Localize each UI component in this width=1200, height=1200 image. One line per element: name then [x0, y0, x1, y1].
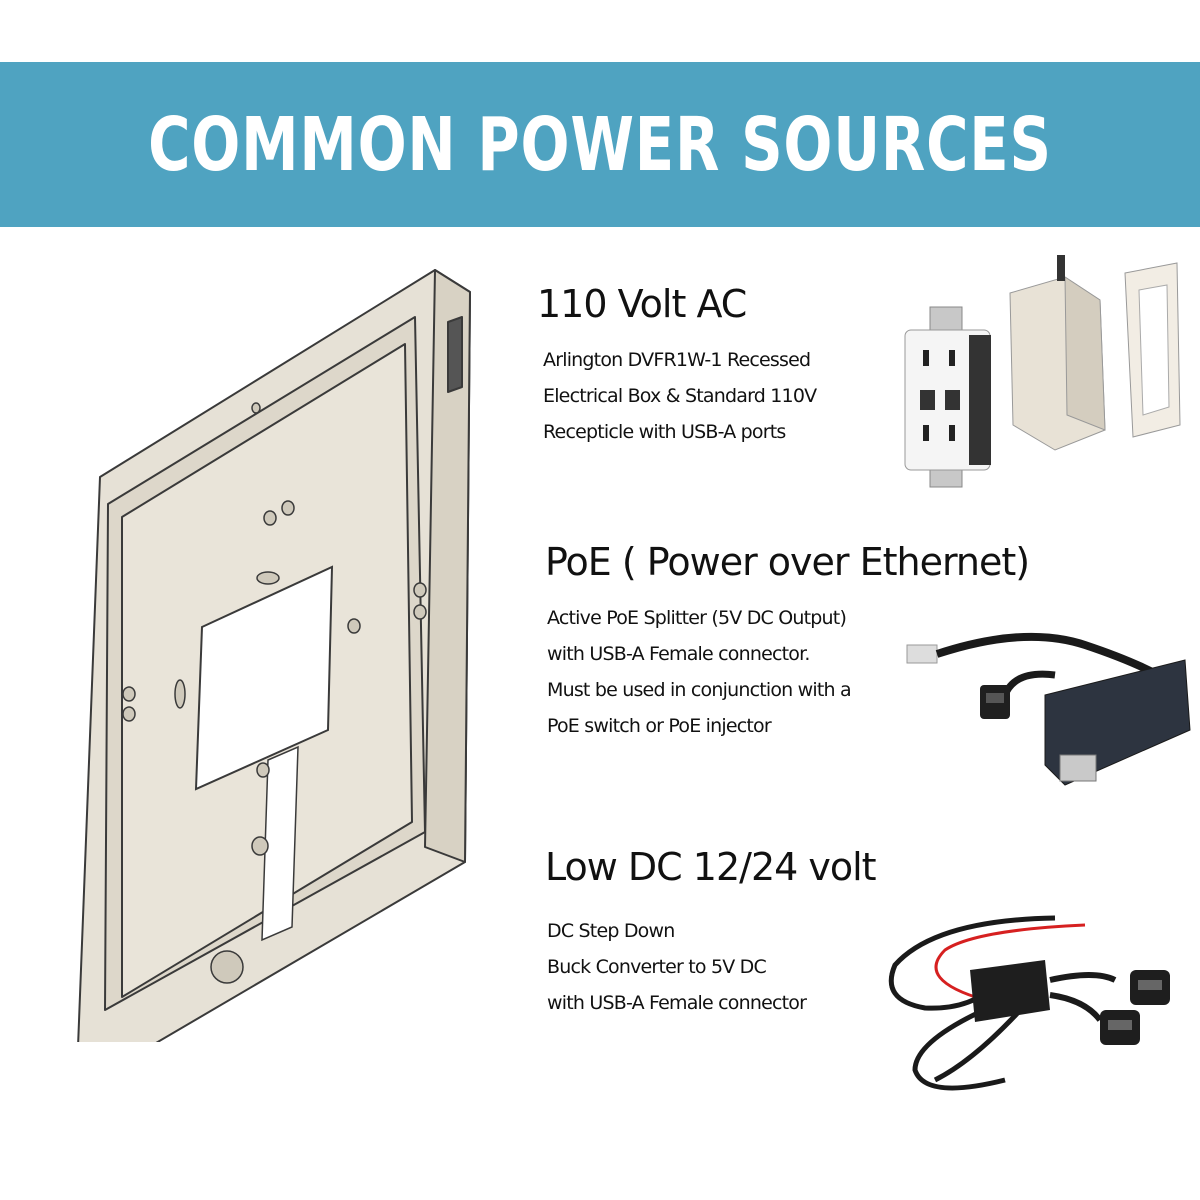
banner-title: COMMON POWER SOURCES	[148, 101, 1052, 188]
section-110v-ac: 110 Volt AC Arlington DVFR1W-1 Recessed …	[537, 282, 817, 450]
description-line: DC Step Down	[547, 920, 675, 942]
description-line: Buck Converter to 5V DC	[547, 956, 767, 978]
outlet-and-recessed-box-icon	[904, 255, 1181, 488]
section-poe: PoE ( Power over Ethernet) Active PoE Sp…	[545, 540, 1030, 744]
description-line: Active PoE Splitter (5V DC Output)	[547, 607, 847, 629]
description-line: Arlington DVFR1W-1 Recessed	[543, 349, 811, 371]
section-heading: PoE ( Power over Ethernet)	[545, 540, 1030, 584]
description-line: PoE switch or PoE injector	[547, 715, 772, 737]
title-banner: COMMON POWER SOURCES	[0, 62, 1200, 227]
description-line: with USB-A Female connector	[547, 992, 807, 1014]
tablet-wall-mount-image	[77, 269, 471, 1042]
description-line: Recepticle with USB-A ports	[543, 421, 786, 443]
section-heading: 110 Volt AC	[537, 282, 747, 326]
description-line: Must be used in conjunction with a	[547, 679, 852, 701]
description-line: with USB-A Female connector.	[547, 643, 810, 665]
section-low-dc: Low DC 12/24 volt DC Step Down Buck Conv…	[545, 845, 877, 1021]
description-line: Electrical Box & Standard 110V	[543, 385, 817, 407]
section-heading: Low DC 12/24 volt	[545, 845, 877, 889]
buck-converter-icon	[888, 915, 1170, 1091]
poe-splitter-icon	[906, 632, 1191, 786]
